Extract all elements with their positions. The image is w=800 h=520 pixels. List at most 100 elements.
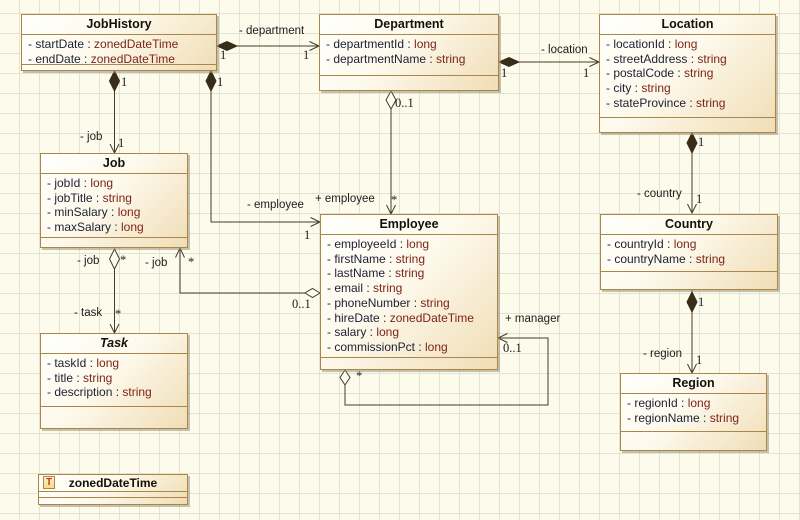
- attribute-row[interactable]: - countryId : long: [607, 237, 771, 252]
- edge-role-label[interactable]: + manager: [505, 313, 561, 325]
- attribute-type: string: [395, 266, 425, 281]
- attribute-name: - taskId :: [47, 356, 97, 370]
- edge-multiplicity[interactable]: 1: [217, 75, 224, 89]
- operations-compartment: [621, 431, 766, 450]
- composition-diamond: [497, 56, 521, 68]
- association-employee-job: [175, 246, 321, 299]
- edge-multiplicity[interactable]: 1: [583, 66, 590, 80]
- attribute-row[interactable]: - employeeId : long: [327, 237, 491, 252]
- edge-role-label[interactable]: - location: [541, 44, 588, 56]
- attribute-name: - stateProvince :: [606, 95, 697, 110]
- attribute-name: - title :: [47, 370, 84, 385]
- attribute-row[interactable]: - departmentId : long: [326, 37, 492, 52]
- attribute-row[interactable]: - stateProvince : string: [606, 96, 769, 111]
- edge-multiplicity[interactable]: *: [356, 369, 363, 383]
- edge-role-label[interactable]: - department: [239, 25, 305, 37]
- edge-multiplicity[interactable]: 0..1: [395, 96, 414, 110]
- attribute-row[interactable]: - jobId : long: [47, 176, 181, 191]
- attribute-row[interactable]: - email : string: [327, 281, 491, 296]
- aggregation-diamond: [385, 89, 397, 111]
- attribute-row[interactable]: - minSalary : long: [47, 205, 181, 220]
- association-job-task: [108, 247, 121, 335]
- operations-compartment: [41, 406, 187, 428]
- edge-multiplicity[interactable]: *: [188, 255, 195, 269]
- attribute-row[interactable]: - hireDate : zonedDateTime: [327, 311, 491, 326]
- attribute-name: - email :: [327, 281, 374, 296]
- edge-multiplicity[interactable]: 1: [121, 75, 128, 89]
- edge-role-label[interactable]: - country: [637, 188, 682, 200]
- attribute-type: zonedDateTime: [94, 37, 179, 51]
- attribute-row[interactable]: - departmentName : string: [326, 52, 492, 67]
- class-region[interactable]: Region - regionId : long- regionName : s…: [620, 373, 767, 451]
- edge-multiplicity[interactable]: *: [391, 193, 398, 207]
- datatype-zoneddatetime[interactable]: T zonedDateTime: [38, 474, 188, 505]
- edge-multiplicity[interactable]: *: [120, 253, 127, 267]
- attribute-name: - firstName :: [327, 251, 396, 266]
- attribute-type: long: [96, 356, 120, 370]
- edge-role-label[interactable]: - job: [80, 131, 103, 143]
- attribute-row[interactable]: - taskId : long: [47, 356, 181, 371]
- composition-diamond: [215, 40, 239, 52]
- composition-diamond: [686, 131, 698, 155]
- edge-multiplicity[interactable]: 1: [303, 48, 310, 62]
- attribute-row[interactable]: - countryName : string: [607, 252, 771, 267]
- edge-role-label[interactable]: - region: [643, 348, 682, 360]
- edge-multiplicity[interactable]: *: [115, 307, 122, 321]
- attribute-list: - countryId : long- countryName : string: [601, 235, 777, 271]
- attribute-name: - countryId :: [607, 237, 674, 251]
- edge-role-label[interactable]: - job: [145, 257, 168, 269]
- edge-multiplicity[interactable]: 1: [501, 66, 508, 80]
- attribute-name: - minSalary :: [47, 205, 118, 220]
- edge-role-label[interactable]: - job: [77, 255, 100, 267]
- attribute-row[interactable]: - phoneNumber : string: [327, 296, 491, 311]
- operations-compartment: [600, 117, 775, 132]
- attribute-row[interactable]: - locationId : long: [606, 37, 769, 52]
- association-location-country: [686, 131, 698, 215]
- operations-compartment: [601, 271, 777, 289]
- attribute-type: long: [121, 220, 144, 235]
- edge-multiplicity[interactable]: 1: [696, 353, 703, 367]
- edge-multiplicity[interactable]: 1: [698, 295, 705, 309]
- attribute-row[interactable]: - description : string: [47, 385, 181, 400]
- edge-role-label[interactable]: - task: [74, 307, 103, 319]
- attribute-row[interactable]: - city : string: [606, 81, 769, 96]
- attribute-row[interactable]: - endDate : zonedDateTime: [28, 52, 210, 64]
- attribute-list: - employeeId : long- firstName : string-…: [321, 235, 497, 357]
- attribute-row[interactable]: - streetAddress : string: [606, 52, 769, 67]
- edge-multiplicity[interactable]: 0..1: [503, 341, 522, 355]
- attribute-row[interactable]: - title : string: [47, 371, 181, 386]
- attribute-row[interactable]: - maxSalary : long: [47, 220, 181, 235]
- attribute-row[interactable]: - salary : long: [327, 325, 491, 340]
- edge-multiplicity[interactable]: 1: [220, 48, 227, 62]
- class-job[interactable]: Job - jobId : long- jobTitle : string- m…: [40, 153, 188, 248]
- class-department[interactable]: Department - departmentId : long- depart…: [319, 14, 499, 91]
- attribute-row[interactable]: - firstName : string: [327, 252, 491, 267]
- datatype-title: zonedDateTime: [68, 476, 158, 490]
- edge-role-label[interactable]: + employee: [315, 193, 375, 205]
- class-task[interactable]: Task - taskId : long- title : string- de…: [40, 333, 188, 429]
- attribute-type: long: [687, 396, 711, 410]
- edge-multiplicity[interactable]: 0..1: [292, 297, 311, 311]
- attribute-list: - jobId : long- jobTitle : string- minSa…: [41, 174, 187, 237]
- attribute-row[interactable]: - regionName : string: [627, 411, 760, 426]
- attribute-row[interactable]: - postalCode : string: [606, 66, 769, 81]
- attribute-row[interactable]: - lastName : string: [327, 266, 491, 281]
- attribute-row[interactable]: - regionId : long: [627, 396, 760, 411]
- edge-role-label[interactable]: - employee: [247, 199, 304, 211]
- attribute-type: long: [674, 37, 698, 51]
- class-country[interactable]: Country - countryId : long- countryName …: [600, 214, 778, 290]
- attribute-row[interactable]: - jobTitle : string: [47, 191, 181, 206]
- class-jobhistory[interactable]: JobHistory - startDate : zonedDateTime- …: [21, 14, 217, 71]
- association-country-region: [686, 290, 698, 375]
- class-employee[interactable]: Employee - employeeId : long- firstName …: [320, 214, 498, 370]
- edge-multiplicity[interactable]: 1: [696, 192, 703, 206]
- edge-multiplicity[interactable]: 1: [118, 136, 125, 150]
- edge-multiplicity[interactable]: 1: [698, 135, 705, 149]
- attribute-name: - postalCode :: [606, 66, 685, 81]
- attribute-row[interactable]: - startDate : zonedDateTime: [28, 37, 210, 52]
- attribute-row[interactable]: - commissionPct : long: [327, 340, 491, 355]
- class-location[interactable]: Location - locationId : long- streetAddr…: [599, 14, 776, 133]
- class-title: Task: [41, 334, 187, 354]
- edge-multiplicity[interactable]: 1: [304, 228, 311, 242]
